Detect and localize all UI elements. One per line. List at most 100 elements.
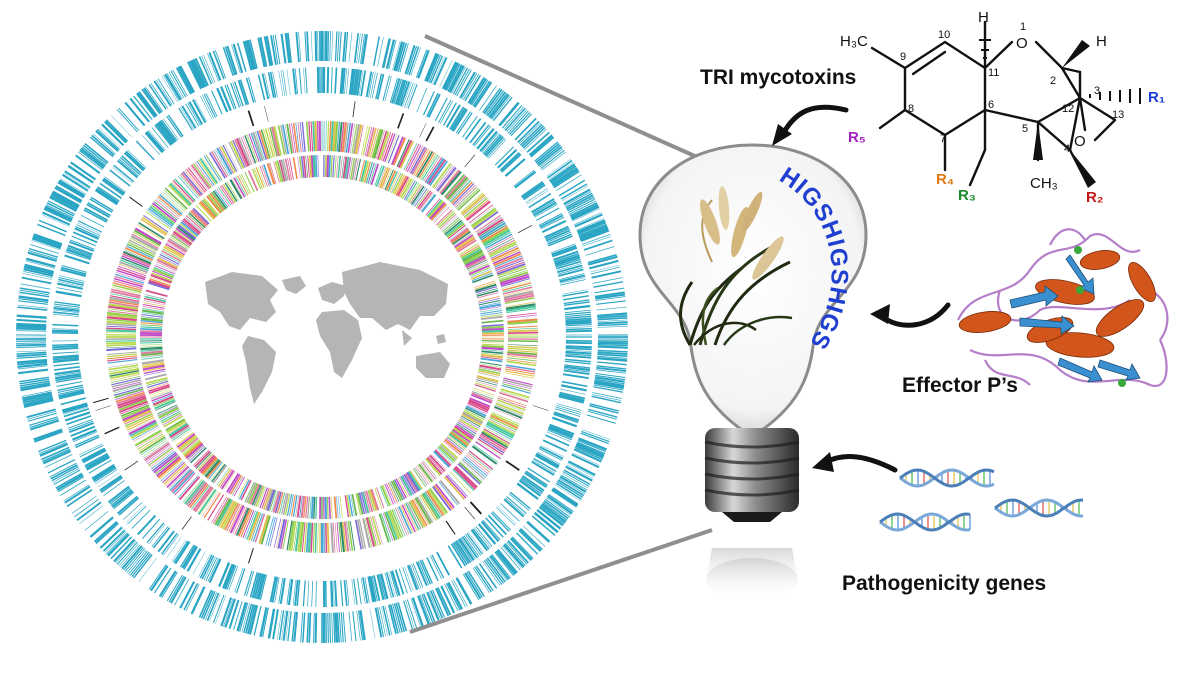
genome-track-stripe <box>538 213 563 226</box>
genome-track-stripe <box>466 200 491 221</box>
genome-track-stripe <box>89 198 113 213</box>
genome-track-stripe <box>478 220 505 238</box>
genome-track-stripe <box>445 437 464 453</box>
genome-track-stripe <box>325 522 328 554</box>
genome-track-stripe <box>53 303 80 308</box>
genome-track-stripe <box>253 485 264 507</box>
genome-track-stripe <box>564 309 591 314</box>
genome-track-stripe <box>307 580 310 607</box>
genome-track-stripe <box>581 430 610 443</box>
genome-track-stripe <box>175 227 195 243</box>
genome-track-stripe <box>412 187 426 206</box>
dna-helix-icon <box>879 512 971 532</box>
genome-track-stripe <box>376 73 385 100</box>
genome-track-stripe <box>74 227 100 240</box>
genome-track-stripe <box>244 40 255 70</box>
genome-track-stripe <box>442 217 460 232</box>
genome-track-stripe <box>146 522 165 544</box>
genome-track-stripe <box>231 44 241 74</box>
genome-track-stripe <box>434 449 452 467</box>
genome-track-stripe <box>594 378 625 385</box>
genome-track-stripe <box>240 136 253 165</box>
genome-track-stripe <box>224 84 235 110</box>
genome-track-stripe <box>47 459 76 474</box>
genome-track-stripe <box>464 118 482 141</box>
genome-track-stripe <box>195 452 212 469</box>
genome-track-stripe <box>519 528 543 551</box>
genome-track-stripe <box>120 544 141 568</box>
svg-text:6: 6 <box>988 99 994 111</box>
genome-track-stripe <box>385 572 395 598</box>
genome-track-stripe <box>107 485 130 504</box>
genome-track-stripe <box>199 200 217 219</box>
genome-track-stripe <box>162 248 183 260</box>
genome-track-stripe <box>526 131 550 153</box>
genome-track-stripe <box>106 316 137 322</box>
genome-track-stripe <box>541 219 567 234</box>
genome-track-stripe <box>129 551 150 576</box>
genome-track-stripe <box>562 291 589 297</box>
genome-track-stripe <box>42 211 71 226</box>
genome-track-stripe <box>122 252 151 267</box>
genome-track-stripe <box>220 500 236 529</box>
genome-track-stripe <box>565 341 592 345</box>
genome-track-stripe <box>477 218 504 237</box>
genome-track-stripe <box>334 121 339 152</box>
genome-track-stripe <box>223 471 236 491</box>
genome-track-stripe <box>306 612 310 643</box>
genome-track-stripe <box>332 580 335 607</box>
genome-track-stripe <box>74 434 99 447</box>
genome-track-stripe <box>154 454 179 475</box>
genome-track-stripe <box>156 455 181 477</box>
genome-track-stripe <box>245 604 255 634</box>
genome-track-stripe <box>77 222 101 234</box>
genome-track-stripe <box>504 372 535 379</box>
genome-track-stripe <box>280 70 286 96</box>
genome-track-stripe <box>567 196 595 212</box>
genome-track-stripe <box>447 224 466 240</box>
genome-track-stripe <box>364 126 373 157</box>
genome-track-stripe <box>496 261 525 274</box>
genome-track-stripe <box>597 319 628 322</box>
genome-track-stripe <box>113 385 143 394</box>
genome-track-stripe <box>143 300 166 306</box>
genome-track-stripe <box>392 480 404 501</box>
genome-track-stripe <box>188 446 206 462</box>
genome-track-stripe <box>220 469 235 490</box>
genome-track-stripe <box>201 555 215 580</box>
genome-track-stripe <box>282 493 289 516</box>
genome-track-stripe <box>338 31 342 62</box>
genome-track-stripe <box>141 356 164 360</box>
genome-track-stripe <box>472 528 490 550</box>
genome-track-stripe <box>140 320 163 324</box>
genome-track-stripe <box>354 519 362 550</box>
genome-track-stripe <box>597 344 628 347</box>
genome-track-stripe <box>169 182 192 206</box>
genome-track-stripe <box>426 456 443 475</box>
genome-track-stripe <box>593 384 624 391</box>
genome-track-stripe <box>269 517 278 547</box>
genome-track-stripe <box>420 463 435 481</box>
genome-track-stripe <box>573 212 602 225</box>
genome-track-stripe <box>332 155 335 178</box>
genome-track-stripe <box>247 604 257 635</box>
genome-track-stripe <box>524 128 547 150</box>
genome-track-stripe <box>310 155 314 178</box>
genome-track-stripe <box>220 145 236 173</box>
genome-track-stripe <box>220 86 232 112</box>
genome-track-stripe <box>433 484 454 510</box>
genome-track-stripe <box>278 577 284 604</box>
genome-track-stripe <box>371 575 378 602</box>
genome-track-stripe <box>52 329 79 333</box>
genome-track-stripe <box>88 459 112 474</box>
genome-track-stripe <box>198 454 215 472</box>
genome-track-stripe <box>142 135 160 155</box>
genome-track-stripe <box>117 495 139 515</box>
genome-track-stripe <box>361 34 368 65</box>
genome-track-stripe <box>428 54 442 83</box>
genome-track-stripe <box>362 518 371 548</box>
genome-track-stripe <box>67 419 93 429</box>
genome-track-stripe <box>124 413 153 427</box>
genome-track-stripe <box>536 144 562 165</box>
genome-track-stripe <box>28 247 58 258</box>
